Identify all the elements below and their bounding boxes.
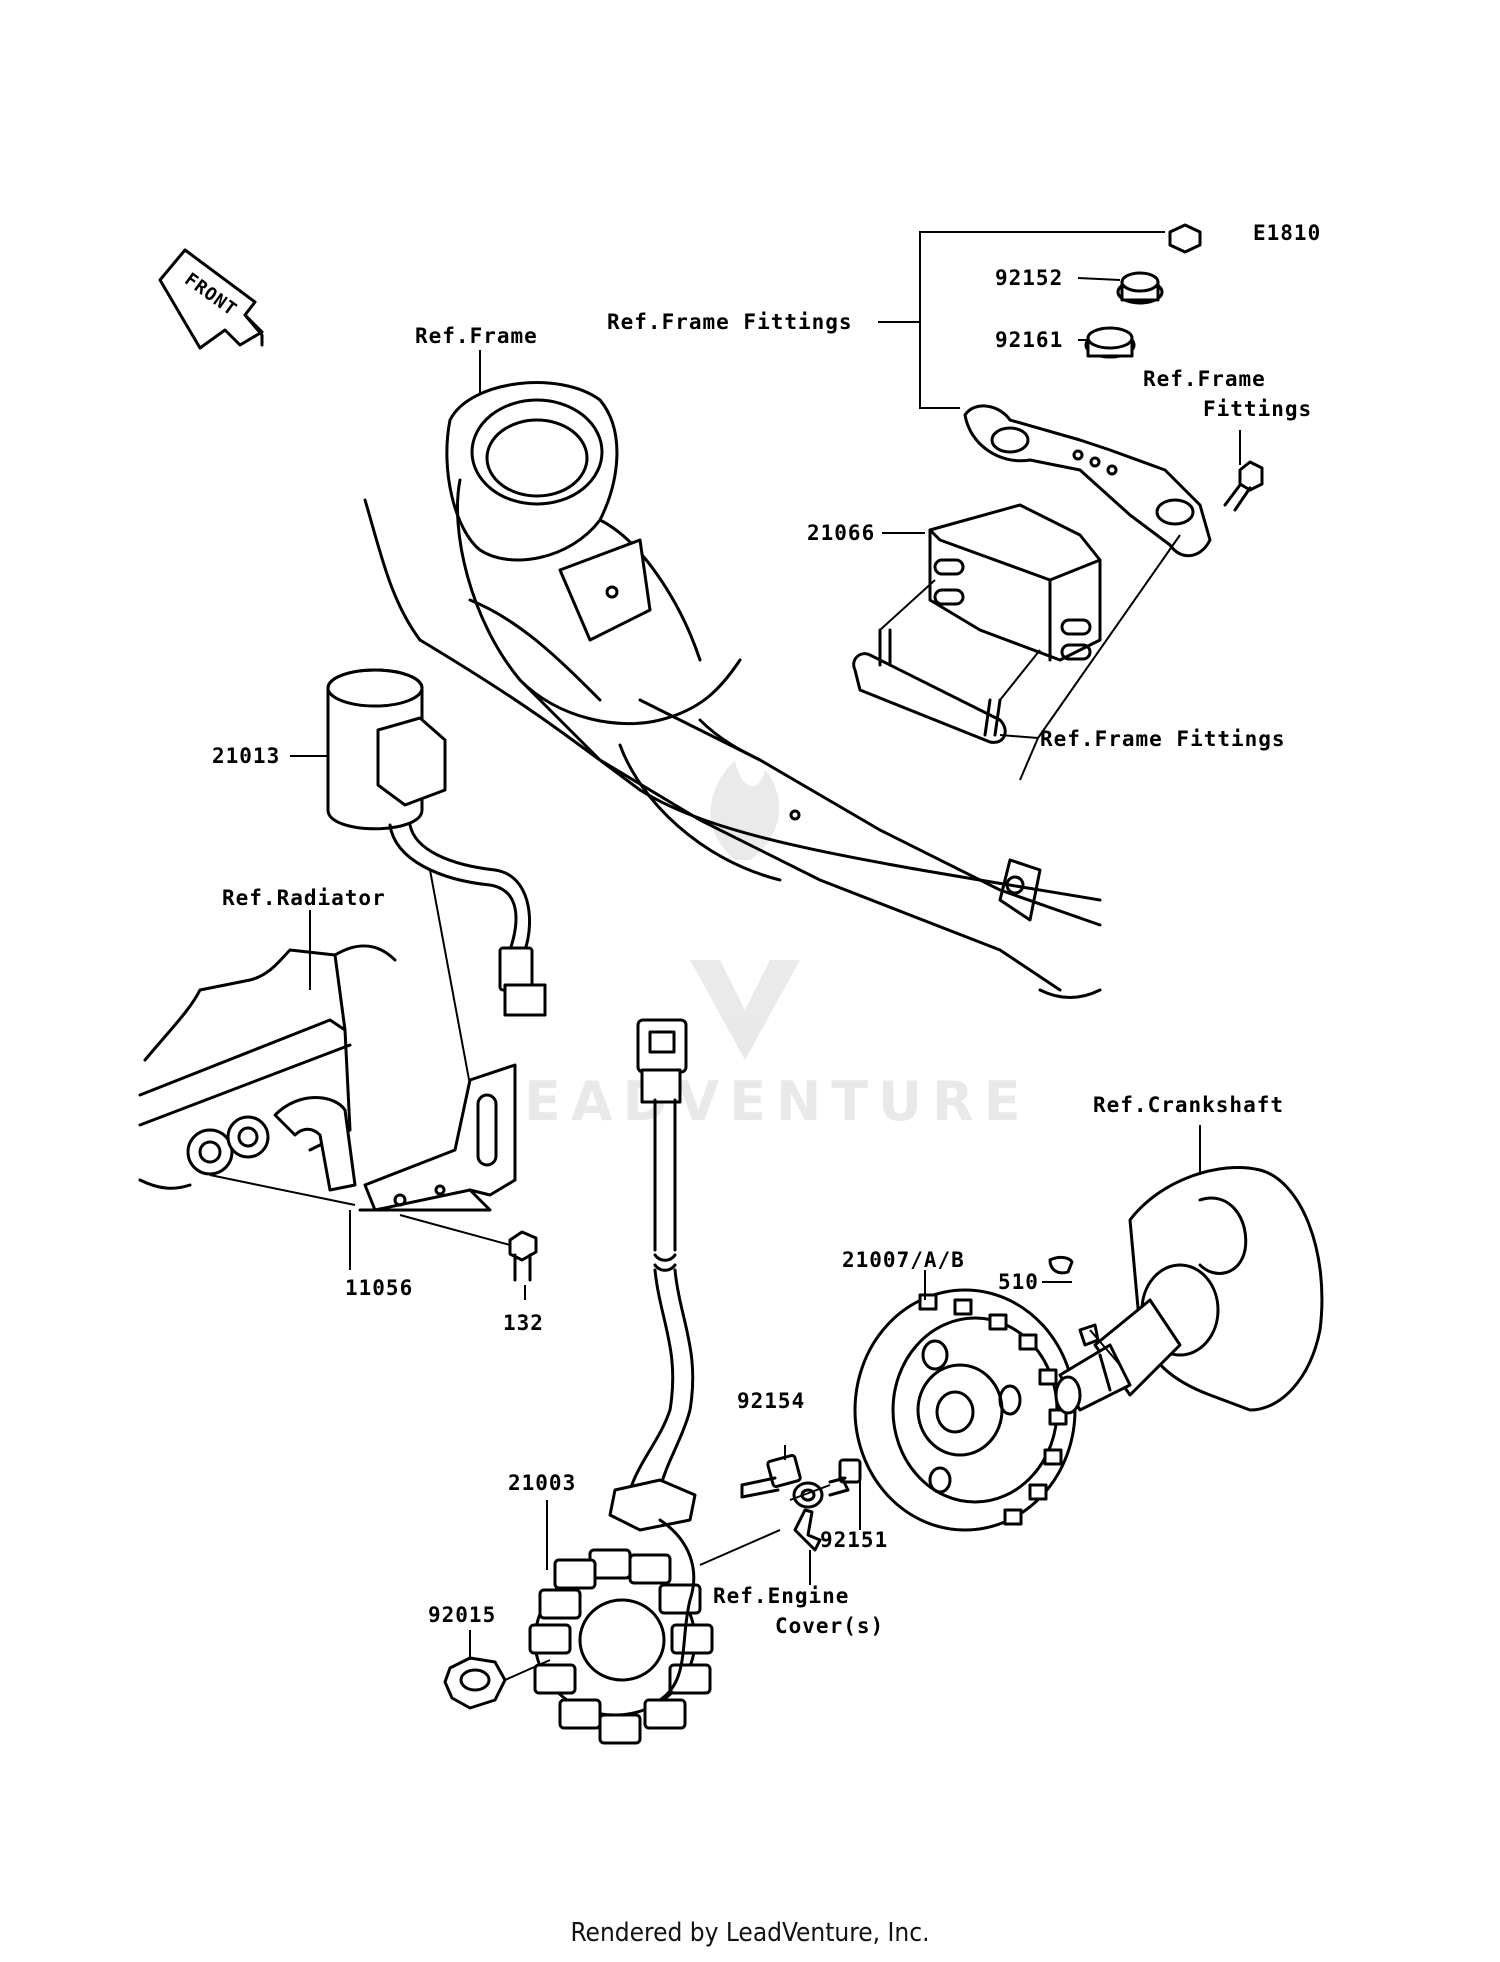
front-arrow-icon: FRONT [158, 248, 264, 350]
regulator-assembly [852, 404, 1212, 744]
leader-lines [290, 231, 1241, 1660]
label-21007-a-b: 21007/A/B [842, 1248, 965, 1272]
label-92154: 92154 [737, 1389, 805, 1413]
bolt-92151-clamp [789, 1458, 862, 1552]
stator-assembly [528, 1018, 781, 1745]
bolt-132-icon [399, 1214, 538, 1282]
bolt-92154-icon [740, 1453, 802, 1499]
label-11056: 11056 [345, 1276, 413, 1300]
frame-drawing [363, 381, 1102, 999]
radiator-drawing [138, 944, 397, 1206]
label-ref-frame-fittings-right-1: Ref.Frame [1143, 367, 1266, 391]
bracket-11056 [358, 1063, 517, 1212]
leadventure-watermark: LEADVENTURE [480, 760, 1031, 1133]
bolt-right-icon [1223, 460, 1264, 512]
label-92015: 92015 [428, 1603, 496, 1627]
label-ref-frame-fittings-top: Ref.Frame Fittings [607, 310, 853, 334]
label-92152: 92152 [995, 266, 1063, 290]
label-ref-frame: Ref.Frame [415, 324, 538, 348]
labels: Ref.Frame Ref.Frame Fittings 92152 92161… [212, 266, 1312, 1638]
label-92151: 92151 [820, 1528, 888, 1552]
rotor-assembly [853, 1288, 1077, 1532]
watermark-text: LEADVENTURE [480, 1070, 1031, 1133]
label-510: 510 [998, 1270, 1039, 1294]
label-ref-engine-cover-1: Ref.Engine [713, 1584, 849, 1608]
label-132: 132 [503, 1311, 544, 1335]
diagram-code: E1810 [1253, 221, 1321, 245]
crankshaft-drawing [1048, 1165, 1324, 1415]
label-ref-frame-fittings-right-2: Fittings [1203, 397, 1312, 421]
nut-92015-icon [443, 1656, 551, 1710]
label-92161: 92161 [995, 328, 1063, 352]
footer-credit: Rendered by LeadVenture, Inc. [570, 1918, 930, 1948]
label-21003: 21003 [508, 1471, 576, 1495]
label-ref-engine-cover-2: Cover(s) [775, 1614, 884, 1638]
label-ref-radiator: Ref.Radiator [222, 886, 386, 910]
label-ref-frame-fittings-bottom: Ref.Frame Fittings [1040, 727, 1286, 751]
label-21013: 21013 [212, 744, 280, 768]
capacitor-assembly [326, 668, 547, 1086]
nut-92152-collar-92161 [1084, 223, 1202, 359]
label-ref-crankshaft: Ref.Crankshaft [1093, 1093, 1284, 1117]
label-21066: 21066 [807, 521, 875, 545]
